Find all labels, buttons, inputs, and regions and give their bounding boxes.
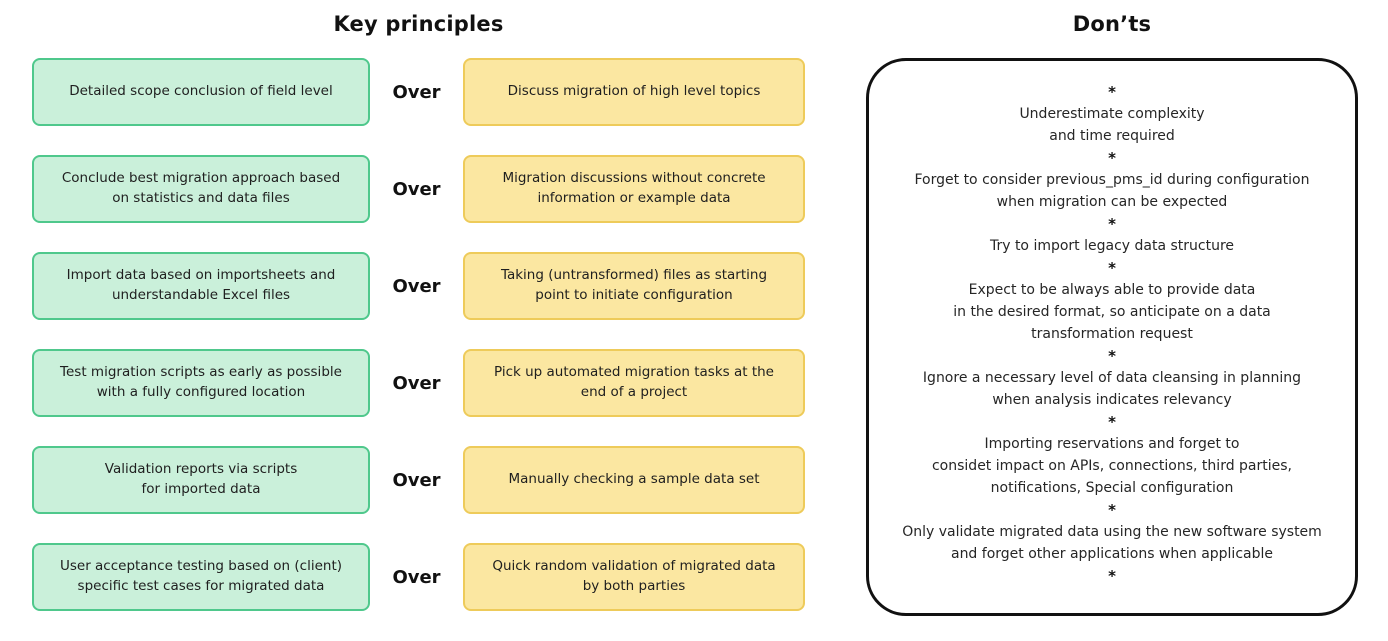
dont-item-6: Importing reservations and forget to con… — [931, 436, 1292, 496]
principles-list: Detailed scope conclusion of field level… — [32, 58, 805, 611]
key-principles-title: Key principles — [333, 12, 504, 36]
dont-item-4: Expect to be always able to provide data… — [953, 282, 1271, 342]
principle-row-6: User acceptance testing based on (client… — [32, 543, 805, 611]
principle-row-1: Detailed scope conclusion of field level… — [32, 58, 805, 126]
asterisk-separator: * — [1108, 215, 1116, 233]
dont-item-5: Ignore a necessary level of data cleansi… — [922, 370, 1302, 408]
asterisk-separator: * — [1108, 567, 1116, 585]
asterisk-separator: * — [1108, 501, 1116, 519]
principle-row-3: Import data based on importsheets and un… — [32, 252, 805, 320]
over-label-5: Over — [392, 469, 441, 491]
do-box-1: Detailed scope conclusion of field level — [32, 58, 370, 126]
donts-title: Don’ts — [1072, 12, 1152, 36]
asterisk-separator: * — [1108, 347, 1116, 365]
over-label-4: Over — [392, 372, 441, 394]
do-box-6: User acceptance testing based on (client… — [32, 543, 370, 611]
over-label-3: Over — [392, 275, 441, 297]
dont-box-4: Pick up automated migration tasks at the… — [463, 349, 805, 417]
dont-item-2: Forget to consider previous_pms_id durin… — [914, 172, 1310, 210]
dont-item-3: Try to import legacy data structure — [989, 238, 1235, 254]
asterisk-separator: * — [1108, 413, 1116, 431]
dont-box-2: Migration discussions without concrete i… — [463, 155, 805, 223]
dont-box-1: Discuss migration of high level topics — [463, 58, 805, 126]
asterisk-separator: * — [1108, 259, 1116, 277]
asterisk-separator: * — [1108, 83, 1116, 101]
do-box-4: Test migration scripts as early as possi… — [32, 349, 370, 417]
over-label-6: Over — [392, 566, 441, 588]
do-box-5: Validation reports via scripts for impor… — [32, 446, 370, 514]
dont-item-7: Only validate migrated data using the ne… — [902, 524, 1322, 562]
do-box-2: Conclude best migration approach based o… — [32, 155, 370, 223]
do-box-3: Import data based on importsheets and un… — [32, 252, 370, 320]
dont-box-5: Manually checking a sample data set — [463, 446, 805, 514]
dont-item-1: Underestimate complexity and time requir… — [1019, 106, 1205, 144]
donts-panel: * Underestimate complexity and time requ… — [866, 58, 1358, 616]
principle-row-2: Conclude best migration approach based o… — [32, 155, 805, 223]
over-label-2: Over — [392, 178, 441, 200]
dont-box-3: Taking (untransformed) files as starting… — [463, 252, 805, 320]
dont-box-6: Quick random validation of migrated data… — [463, 543, 805, 611]
over-label-1: Over — [392, 81, 441, 103]
principle-row-5: Validation reports via scripts for impor… — [32, 446, 805, 514]
principle-row-4: Test migration scripts as early as possi… — [32, 349, 805, 417]
asterisk-separator: * — [1108, 149, 1116, 167]
